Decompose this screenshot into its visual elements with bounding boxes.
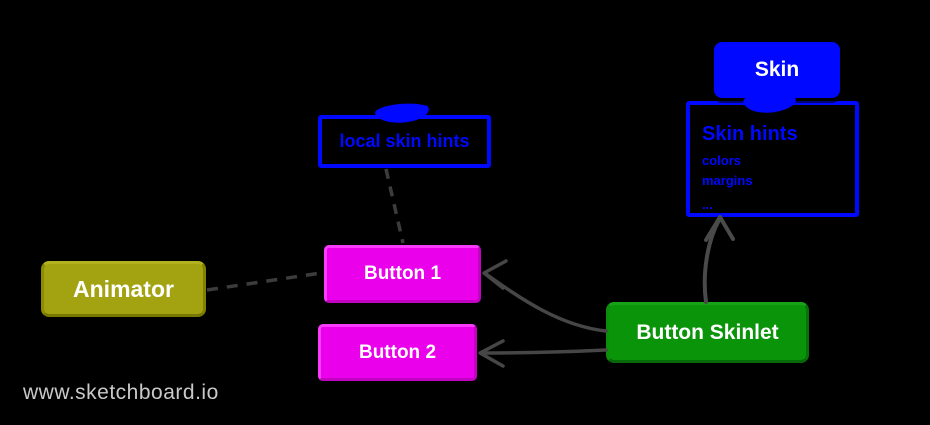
skin-hints-item-ellipsis: ...: [702, 197, 713, 212]
edge-skinlet-to-skin-hints[interactable]: [702, 215, 735, 304]
node-button-2[interactable]: Button 2: [318, 324, 477, 381]
node-button-1-label: Button 1: [363, 263, 442, 284]
node-skin-hints[interactable]: Skin hints colors margins ...: [686, 101, 859, 217]
node-animator-label: Animator: [73, 275, 174, 302]
arrowhead-button2: [478, 339, 505, 368]
node-button-1[interactable]: Button 1: [324, 245, 481, 303]
arrowhead-skin-hints: [704, 215, 735, 242]
arrowhead-button1: [482, 259, 508, 290]
skin-hints-content: Skin hints colors margins ...: [702, 123, 798, 217]
node-local-skin-hints-label: local skin hints: [339, 131, 470, 151]
skin-hints-item-colors: colors: [702, 153, 742, 168]
node-animator[interactable]: Animator: [41, 261, 206, 317]
node-button-2-label: Button 2: [358, 341, 437, 363]
node-button-skinlet-label: Button Skinlet: [636, 320, 779, 344]
edge-animator-to-button1[interactable]: [206, 271, 322, 292]
skin-hints-item-margins: margins: [702, 173, 753, 188]
edge-skinlet-to-button2[interactable]: [478, 339, 608, 368]
edge-skinlet-to-button1[interactable]: [482, 259, 608, 333]
sketchboard-watermark: www.sketchboard.io: [23, 381, 219, 404]
node-local-skin-hints[interactable]: local skin hints: [318, 115, 491, 168]
node-skin-label: Skin: [754, 58, 800, 81]
node-button-skinlet[interactable]: Button Skinlet: [606, 302, 809, 363]
node-skin[interactable]: Skin: [714, 42, 840, 98]
edge-local-skin-hints-to-button1[interactable]: [384, 168, 405, 244]
skin-hints-title: Skin hints: [702, 123, 798, 145]
